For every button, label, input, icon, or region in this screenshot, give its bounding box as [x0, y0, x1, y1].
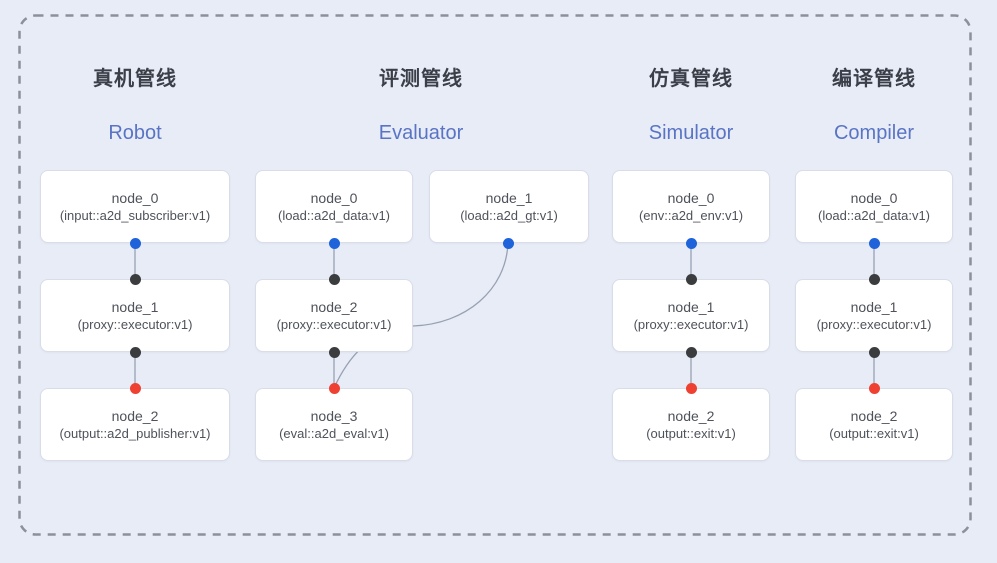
- port-proxy-dark-dot: [328, 273, 340, 285]
- port-proxy-dark-dot: [129, 346, 141, 358]
- port-output-blue-dot: [328, 237, 340, 249]
- node-robot-1: node_1 (proxy::executor:v1): [40, 279, 230, 352]
- pipeline-title-en: Simulator: [648, 122, 734, 144]
- node-impl: (output::a2d_publisher:v1): [59, 426, 211, 441]
- node-name: node_0: [667, 190, 715, 206]
- pipeline-title-en: Compiler: [833, 122, 915, 144]
- node-name: node_0: [111, 190, 159, 206]
- port-input-red-dot: [328, 382, 340, 394]
- node-robot-2: node_2 (output::a2d_publisher:v1): [40, 388, 230, 461]
- port-proxy-dark-dot: [868, 346, 880, 358]
- node-impl: (load::a2d_data:v1): [277, 208, 391, 223]
- port-proxy-dark-dot: [129, 273, 141, 285]
- port-proxy-dark-dot: [685, 346, 697, 358]
- node-impl: (proxy::executor:v1): [276, 317, 392, 332]
- port-input-red-dot: [868, 382, 880, 394]
- node-impl: (output::exit:v1): [829, 426, 919, 441]
- pipeline-title-en: Evaluator: [378, 122, 464, 144]
- port-proxy-dark-dot: [328, 346, 340, 358]
- dashed-frame: [18, 14, 972, 536]
- node-impl: (eval::a2d_eval:v1): [279, 426, 389, 441]
- port-input-red-dot: [685, 382, 697, 394]
- node-name: node_1: [111, 299, 159, 315]
- node-compiler-1: node_1 (proxy::executor:v1): [795, 279, 953, 352]
- node-name: node_2: [667, 408, 715, 424]
- pipeline-title-zh: 编译管线: [832, 68, 916, 90]
- node-simulator-1: node_1 (proxy::executor:v1): [612, 279, 770, 352]
- node-impl: (proxy::executor:v1): [77, 317, 193, 332]
- node-name: node_2: [850, 408, 898, 424]
- port-proxy-dark-dot: [868, 273, 880, 285]
- node-name: node_2: [111, 408, 159, 424]
- node-name: node_0: [310, 190, 358, 206]
- node-impl: (proxy::executor:v1): [633, 317, 749, 332]
- node-impl: (output::exit:v1): [646, 426, 736, 441]
- pipeline-title-en: Robot: [108, 122, 162, 144]
- node-impl: (env::a2d_env:v1): [638, 208, 744, 223]
- node-evaluator-1: node_1 (load::a2d_gt:v1): [429, 170, 589, 243]
- node-name: node_2: [310, 299, 358, 315]
- node-name: node_0: [850, 190, 898, 206]
- port-output-blue-dot: [868, 237, 880, 249]
- port-input-red-dot: [129, 382, 141, 394]
- port-output-blue-dot: [685, 237, 697, 249]
- pipeline-title-zh: 评测管线: [379, 68, 463, 90]
- edge-evaluator-1-3-curve: [333, 242, 509, 389]
- node-impl: (input::a2d_subscriber:v1): [59, 208, 211, 223]
- node-impl: (load::a2d_gt:v1): [460, 208, 558, 223]
- node-compiler-0: node_0 (load::a2d_data:v1): [795, 170, 953, 243]
- node-simulator-2: node_2 (output::exit:v1): [612, 388, 770, 461]
- pipeline-title-zh: 仿真管线: [649, 68, 733, 90]
- node-evaluator-3: node_3 (eval::a2d_eval:v1): [255, 388, 413, 461]
- pipeline-title-zh: 真机管线: [93, 68, 177, 90]
- node-robot-0: node_0 (input::a2d_subscriber:v1): [40, 170, 230, 243]
- node-name: node_1: [667, 299, 715, 315]
- port-output-blue-dot: [502, 237, 514, 249]
- node-compiler-2: node_2 (output::exit:v1): [795, 388, 953, 461]
- node-name: node_3: [310, 408, 358, 424]
- node-name: node_1: [485, 190, 533, 206]
- node-impl: (proxy::executor:v1): [816, 317, 932, 332]
- port-proxy-dark-dot: [685, 273, 697, 285]
- node-evaluator-0: node_0 (load::a2d_data:v1): [255, 170, 413, 243]
- node-name: node_1: [850, 299, 898, 315]
- port-output-blue-dot: [129, 237, 141, 249]
- node-simulator-0: node_0 (env::a2d_env:v1): [612, 170, 770, 243]
- node-impl: (load::a2d_data:v1): [817, 208, 931, 223]
- node-evaluator-2: node_2 (proxy::executor:v1): [255, 279, 413, 352]
